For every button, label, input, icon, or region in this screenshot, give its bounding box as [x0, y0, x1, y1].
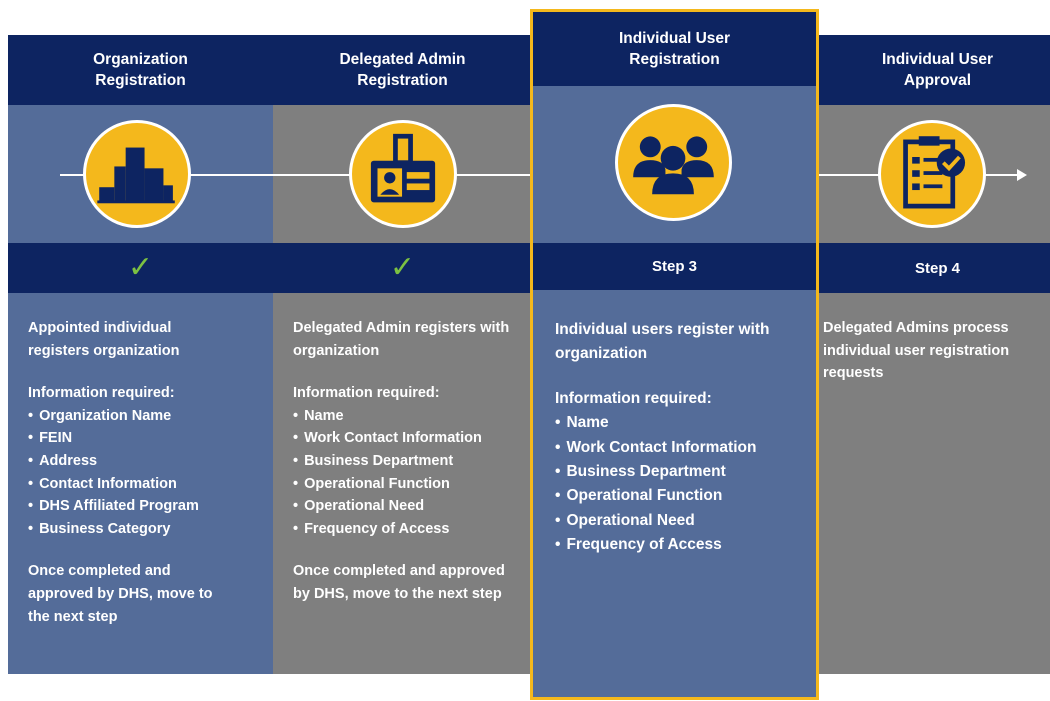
step-number-label: Step 3 — [651, 258, 697, 275]
step-description: Delegated Admins process individual user… — [817, 293, 1050, 674]
info-required-label: Information required: — [293, 385, 440, 402]
step-column-individual-user-approval: Individual User Approval Step 4 Delegate… — [817, 35, 1050, 674]
checkmark-icon: ✓ — [389, 251, 416, 284]
list-item: Name — [555, 411, 808, 435]
timeline-connector — [60, 174, 530, 176]
list-item: Business Category — [28, 518, 261, 541]
list-item: Operational Need — [293, 495, 526, 518]
list-item: Frequency of Access — [555, 533, 808, 557]
list-item: Operational Function — [293, 473, 526, 496]
step-title: Delegated Admin Registration — [339, 51, 466, 89]
step-title: Organization Registration — [93, 51, 188, 89]
list-item: Frequency of Access — [293, 518, 526, 541]
status-band: ✓ — [273, 243, 532, 293]
step-column-organization-registration: Organization Registration ✓ Appointed in… — [8, 35, 273, 674]
checkmark-icon: ✓ — [127, 251, 154, 284]
list-item: FEIN — [28, 427, 261, 450]
checklist-icon — [878, 120, 986, 228]
step-footer: Once completed and approved by DHS, move… — [28, 563, 213, 625]
info-list: Name Work Contact Information Business D… — [555, 411, 808, 557]
status-band: ✓ — [8, 243, 273, 293]
step-number-label: Step 4 — [914, 259, 960, 277]
list-item: Contact Information — [28, 473, 261, 496]
step-title: Individual User Approval — [881, 51, 994, 89]
step-header: Individual User Registration — [533, 12, 816, 86]
step-description: Delegated Admin registers with organizat… — [273, 293, 532, 674]
step-footer: Once completed and approved by DHS, move… — [293, 563, 505, 602]
list-item: Operational Function — [555, 484, 808, 508]
list-item: Operational Need — [555, 509, 808, 533]
step-summary: Appointed individual registers organizat… — [28, 320, 180, 359]
step-header: Delegated Admin Registration — [273, 35, 532, 105]
step-header: Individual User Approval — [817, 35, 1050, 105]
list-item: Address — [28, 450, 261, 473]
step-header: Organization Registration — [8, 35, 273, 105]
step-summary: Individual users register with organizat… — [555, 321, 770, 363]
step-description: Appointed individual registers organizat… — [8, 293, 273, 674]
step-summary: Delegated Admin registers with organizat… — [293, 320, 510, 359]
users-group-icon — [615, 104, 732, 221]
info-required-label: Information required: — [28, 385, 175, 402]
status-band: Step 3 — [533, 243, 816, 290]
step-description: Individual users register with organizat… — [533, 290, 816, 697]
id-badge-icon — [349, 120, 457, 228]
list-item: Name — [293, 405, 526, 428]
timeline-arrow-icon — [1017, 169, 1027, 181]
list-item: Work Contact Information — [293, 427, 526, 450]
status-band: Step 4 — [817, 243, 1050, 293]
list-item: Organization Name — [28, 405, 261, 428]
step-summary: Delegated Admins process individual user… — [823, 320, 1010, 382]
list-item: Business Department — [555, 460, 808, 484]
info-required-label: Information required: — [555, 389, 712, 407]
building-icon — [83, 120, 191, 228]
info-list: Name Work Contact Information Business D… — [293, 405, 526, 541]
info-list: Organization Name FEIN Address Contact I… — [28, 405, 261, 541]
list-item: Business Department — [293, 450, 526, 473]
list-item: Work Contact Information — [555, 436, 808, 460]
step-title: Individual User Registration — [618, 30, 731, 68]
list-item: DHS Affiliated Program — [28, 495, 261, 518]
